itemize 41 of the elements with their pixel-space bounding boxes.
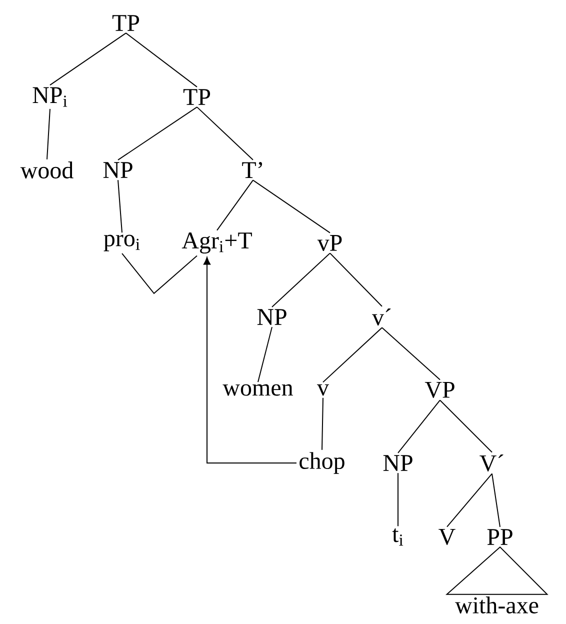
branch-line	[398, 400, 440, 454]
tree-label: T’	[242, 162, 262, 178]
tree-label: pro$_{i}$	[104, 234, 140, 252]
tree-label: NP	[103, 162, 132, 178]
branch-line	[118, 106, 198, 160]
branch-line	[252, 180, 330, 234]
branch-line	[122, 252, 198, 294]
tree-label: VP	[424, 382, 454, 398]
branch-line	[272, 252, 330, 308]
tree-label: with-axe	[455, 596, 538, 614]
tree-label: V´	[480, 454, 504, 472]
tree-label: wood	[20, 162, 74, 178]
branch-line	[440, 400, 492, 453]
tree-label: TP	[112, 15, 140, 31]
tree-label: women	[222, 384, 293, 396]
branch-line	[322, 327, 382, 383]
branch-line	[46, 108, 50, 160]
tree-label: v	[317, 384, 329, 396]
branch-line	[492, 473, 500, 528]
tree-label: Agr$_{i}$+T	[182, 232, 252, 254]
branch-line	[118, 180, 122, 234]
branch-line	[322, 397, 324, 450]
branch-line	[382, 327, 440, 380]
branch-line	[203, 256, 297, 464]
branch-line	[126, 32, 198, 88]
branch-line	[258, 326, 272, 383]
tree-label: NP$_{i}$	[32, 87, 68, 107]
tree-label: PP	[487, 529, 512, 545]
tree-label: v´	[372, 308, 391, 326]
tree-label: V	[438, 528, 456, 546]
tree-label: t$_{i}$	[392, 528, 404, 546]
tree-label: NP	[383, 455, 412, 471]
tree-label: vP	[317, 235, 342, 251]
branch-line	[330, 252, 382, 307]
branch-line	[216, 180, 254, 231]
tree-label: NP	[257, 309, 286, 325]
branch-line	[196, 106, 254, 160]
tree-label: chop	[300, 452, 344, 474]
tree-label: TP	[183, 89, 210, 105]
branch-line	[50, 32, 126, 86]
branch-line	[446, 473, 492, 528]
